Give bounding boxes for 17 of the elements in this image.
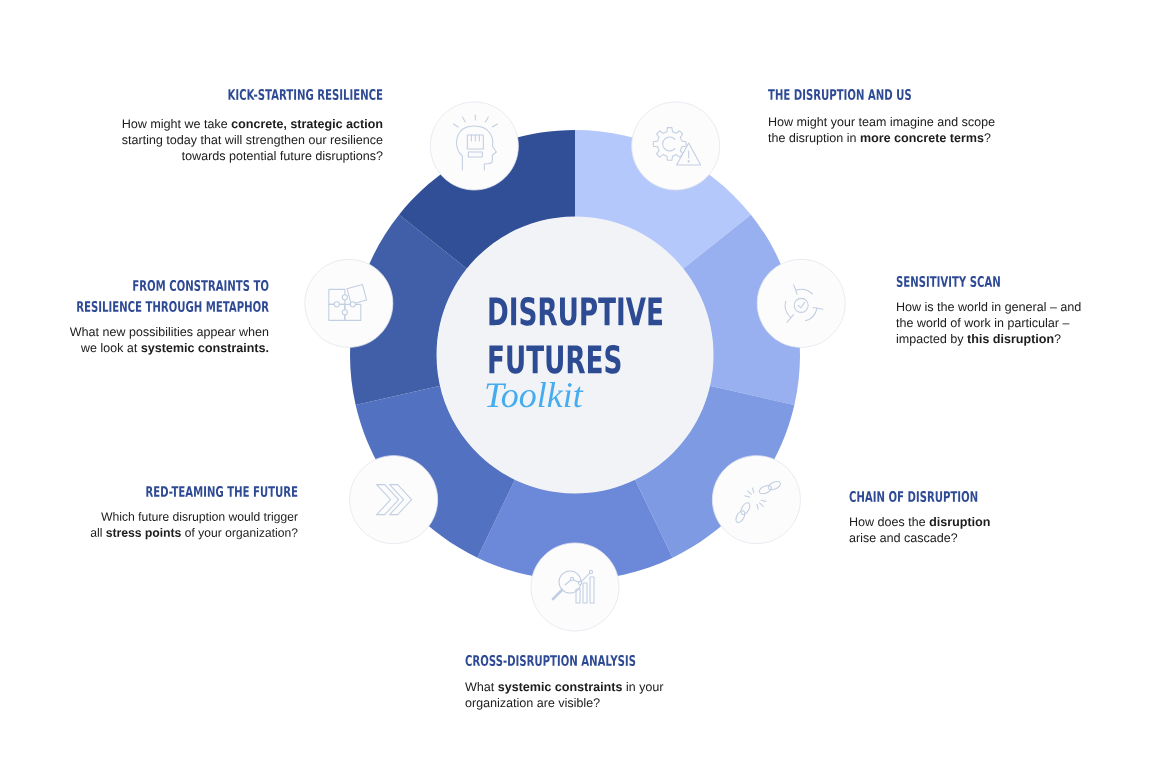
question-text: What systemic constraints in your organization are visible? xyxy=(465,682,664,710)
section-heading: KICK-STARTING RESILIENCE xyxy=(228,89,383,101)
question-text: How might your team imagine and scope the disruption in more concrete terms? xyxy=(768,117,995,145)
question-text: What new possibilities appear when we look at systemic constraints. xyxy=(69,327,269,355)
section-heading: CROSS-DISRUPTION ANALYSIS xyxy=(465,655,636,667)
section-heading: THE DISRUPTION AND US xyxy=(768,89,911,101)
section-heading: SENSITIVITY SCAN xyxy=(896,276,1000,288)
section-heading: RED-TEAMING THE FUTURE xyxy=(146,486,298,498)
section-heading: CHAIN OF DISRUPTION xyxy=(849,491,978,503)
script-text: Toolkit xyxy=(486,381,584,408)
question-text: How might we take concrete, strategic action starting today that will strengthen our resilience towards potential future disruptions? xyxy=(122,119,383,163)
question-text: How does the disruption arise and cascade? xyxy=(849,517,990,543)
center-circle xyxy=(436,216,714,494)
question-text: Which future disruption would trigger all stress points of your organization? xyxy=(90,512,298,540)
question-text: How is the world in general – and the world of work in particular – impacted by this disruption? xyxy=(896,302,1081,346)
title-text: DISRUPTIVE FUTURES xyxy=(489,297,663,374)
section-heading: FROM CONSTRAINTS TO RESILIENCE THROUGH METAPHOR xyxy=(77,280,269,313)
